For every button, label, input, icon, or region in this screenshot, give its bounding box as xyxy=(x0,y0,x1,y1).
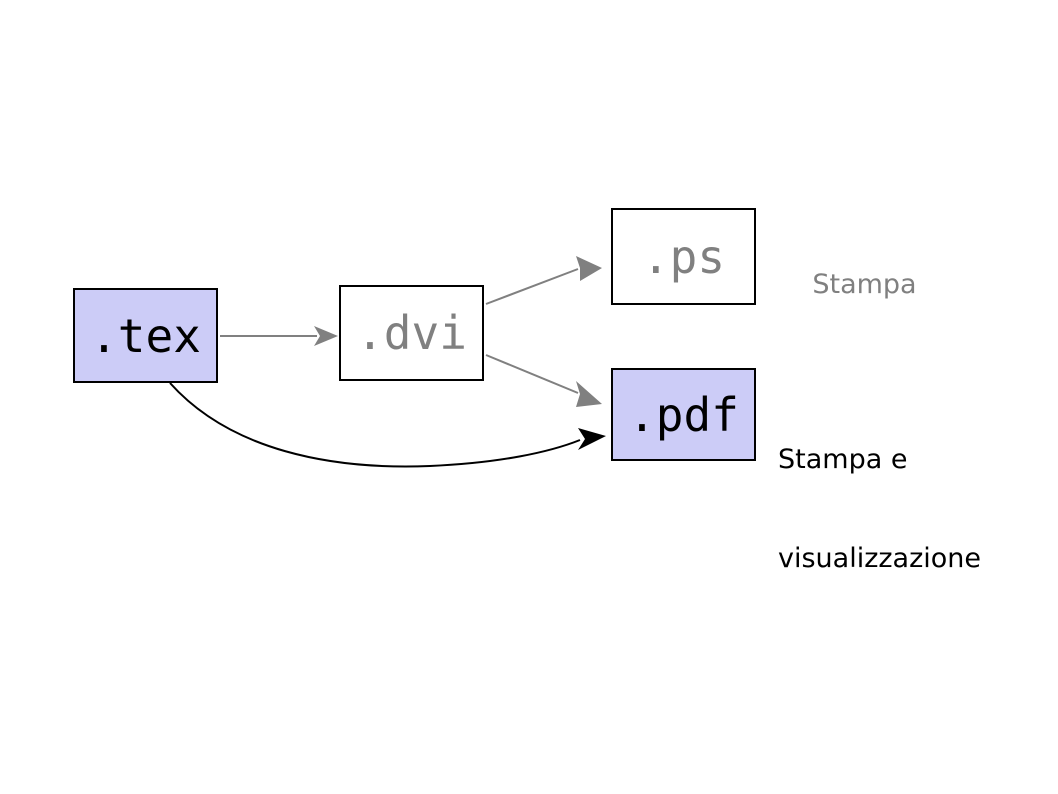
node-dvi-label: .dvi xyxy=(356,306,467,360)
edge-tex-to-pdf xyxy=(169,382,606,468)
edge-dvi-to-ps xyxy=(485,256,602,305)
edge-dvi-to-ps-arrowhead xyxy=(576,256,602,281)
edge-dvi-to-ps-line xyxy=(485,268,579,305)
annotation-pdf-note: Stampa e visualizzazione xyxy=(778,378,981,642)
node-pdf[interactable]: .pdf xyxy=(611,368,756,461)
node-pdf-label: .pdf xyxy=(628,387,739,442)
edge-dvi-to-pdf-line xyxy=(485,354,579,394)
node-tex[interactable]: .tex xyxy=(73,288,218,383)
edge-tex-to-pdf-arrowhead xyxy=(578,428,606,450)
edge-dvi-to-pdf xyxy=(485,354,602,407)
annotation-ps-note-text: Stampa xyxy=(812,268,917,300)
node-dvi[interactable]: .dvi xyxy=(339,285,484,381)
node-tex-label: .tex xyxy=(90,308,201,363)
edge-dvi-to-pdf-arrowhead xyxy=(576,381,602,407)
edge-tex-to-dvi-arrowhead xyxy=(314,326,338,346)
annotation-pdf-note-line1: Stampa e xyxy=(778,443,908,475)
annotation-pdf-note-line2: visualizzazione xyxy=(778,542,982,574)
edge-tex-to-dvi xyxy=(220,326,338,346)
node-ps-label: .ps xyxy=(641,229,726,284)
edge-tex-to-pdf-curve xyxy=(169,382,581,468)
node-ps[interactable]: .ps xyxy=(611,208,756,305)
annotation-ps-note: Stampa xyxy=(778,236,917,335)
